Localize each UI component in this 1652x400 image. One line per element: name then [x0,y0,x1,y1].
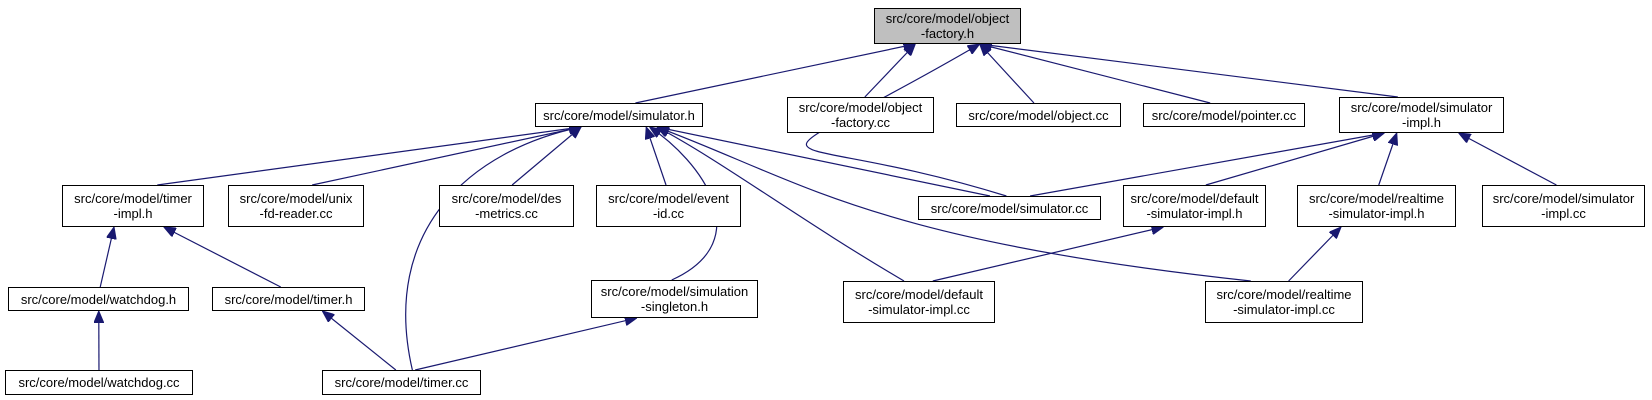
node-des-metrics-cc[interactable]: src/core/model/des-metrics.cc [439,185,574,227]
node-label-line: src/core/model/object [885,11,1010,26]
node-simulator-h[interactable]: src/core/model/simulator.h [535,103,703,127]
node-label-line: src/core/model/watchdog.cc [18,375,180,390]
node-label-line: src/core/model/default [855,287,983,302]
node-label-line: src/core/model/simulator.cc [930,200,1089,216]
node-label-line: src/core/model/simulator [1492,191,1635,206]
node-label-line: src/core/model/simulator.h [543,107,695,123]
edge-timer-h-to-timer-impl-h [164,227,281,288]
node-object-factory-h[interactable]: src/core/model/object-factory.h [874,8,1021,44]
node-default-simulator-impl-h[interactable]: src/core/model/default-simulator-impl.h [1123,185,1266,227]
edge-des-metrics-cc-to-simulator-h [511,127,581,186]
node-label-line: -factory.h [920,26,975,41]
edge-timer-cc-to-simulator-h [405,127,581,371]
node-timer-impl-h[interactable]: src/core/model/timer-impl.h [62,185,204,227]
node-simulator-impl-h[interactable]: src/core/model/simulator-impl.h [1339,97,1504,133]
edge-simulator-impl-h-to-object-factory-h [980,44,1398,98]
edge-unix-fd-reader-cc-to-simulator-h [312,127,581,186]
edge-realtime-simulator-impl-cc-to-realtime-simulator-impl-h [1288,227,1341,282]
node-label-line: -impl.cc [1541,206,1586,221]
node-event-id-cc[interactable]: src/core/model/event-id.cc [596,185,741,227]
edge-pointer-cc-to-object-factory-h [980,44,1211,104]
node-timer-cc[interactable]: src/core/model/timer.cc [322,370,481,395]
edge-object-cc-to-object-factory-h [980,44,1035,104]
node-label-line: src/core/model/object [798,100,923,115]
node-label-line: -singleton.h [640,299,709,314]
node-label-line: src/core/model/des [451,191,562,206]
node-label-line: src/core/model/timer.h [224,291,353,307]
edge-object-factory-cc-to-object-factory-h [864,44,915,98]
node-unix-fd-reader-cc[interactable]: src/core/model/unix-fd-reader.cc [228,185,364,227]
node-realtime-simulator-impl-cc[interactable]: src/core/model/realtime-simulator-impl.c… [1205,281,1363,323]
node-label-line: -fd-reader.cc [259,206,333,221]
node-label-line: src/core/model/timer.cc [334,375,469,390]
node-label-line: src/core/model/realtime [1308,191,1445,206]
node-label-line: src/core/model/realtime [1216,287,1352,302]
node-label-line: src/core/model/event [608,191,729,206]
edge-default-simulator-impl-cc-to-default-simulator-impl-h [932,227,1164,282]
edge-simulator-h-to-object-factory-h [635,44,915,104]
node-label-line: src/core/model/unix [239,191,353,206]
edge-watchdog-h-to-timer-impl-h [99,227,114,288]
edge-realtime-simulator-impl-h-to-simulator-impl-h [1378,133,1397,186]
node-label-line: src/core/model/simulation [600,284,749,299]
node-label-line: -id.cc [652,206,685,221]
node-label-line: -simulator-impl.h [1328,206,1425,221]
node-label-line: -factory.cc [831,115,890,130]
edge-simulator-cc-to-simulator-h [657,127,991,197]
node-label-line: -simulator-impl.h [1146,206,1243,221]
node-realtime-simulator-impl-h[interactable]: src/core/model/realtime-simulator-impl.h [1297,185,1456,227]
node-label-line: -impl.h [1401,115,1441,130]
node-watchdog-cc[interactable]: src/core/model/watchdog.cc [5,370,193,395]
node-label-line: src/core/model/object.cc [968,107,1109,123]
node-label-line: -metrics.cc [475,206,538,221]
node-object-cc[interactable]: src/core/model/object.cc [956,103,1121,127]
node-label-line: src/core/model/pointer.cc [1151,107,1297,123]
edge-simulator-cc-to-simulator-impl-h [1029,133,1384,197]
edge-event-id-cc-to-simulator-h [646,127,667,186]
node-pointer-cc[interactable]: src/core/model/pointer.cc [1143,103,1305,127]
node-object-factory-cc[interactable]: src/core/model/object-factory.cc [787,97,934,133]
node-watchdog-h[interactable]: src/core/model/watchdog.h [8,287,189,311]
node-default-simulator-impl-cc[interactable]: src/core/model/default-simulator-impl.cc [843,281,995,323]
edge-simulator-impl-cc-to-simulator-impl-h [1459,133,1557,186]
node-label-line: src/core/model/simulator [1350,100,1493,115]
edge-default-simulator-impl-h-to-simulator-impl-h [1205,133,1385,186]
node-simulator-impl-cc[interactable]: src/core/model/simulator-impl.cc [1482,185,1645,227]
node-simulation-singleton-h[interactable]: src/core/model/simulation-singleton.h [591,280,758,318]
edge-timer-cc-to-simulation-singleton-h [415,318,637,371]
node-timer-h[interactable]: src/core/model/timer.h [212,287,365,311]
node-label-line: -impl.h [113,206,153,221]
edge-timer-cc-to-timer-h [322,311,397,371]
edge-simulator-cc-to-object-factory-h [805,44,1007,197]
edge-default-simulator-impl-cc-to-simulator-h [657,127,905,282]
node-label-line: -simulator-impl.cc [1233,302,1335,317]
node-label-line: src/core/model/watchdog.h [20,291,177,307]
node-label-line: src/core/model/default [1130,191,1259,206]
node-label-line: src/core/model/timer [74,191,192,206]
edge-timer-impl-h-to-simulator-h [157,127,581,186]
node-label-line: -simulator-impl.cc [868,302,970,317]
node-simulator-cc[interactable]: src/core/model/simulator.cc [918,196,1101,220]
edge-realtime-simulator-impl-cc-to-simulator-h [657,127,1251,282]
